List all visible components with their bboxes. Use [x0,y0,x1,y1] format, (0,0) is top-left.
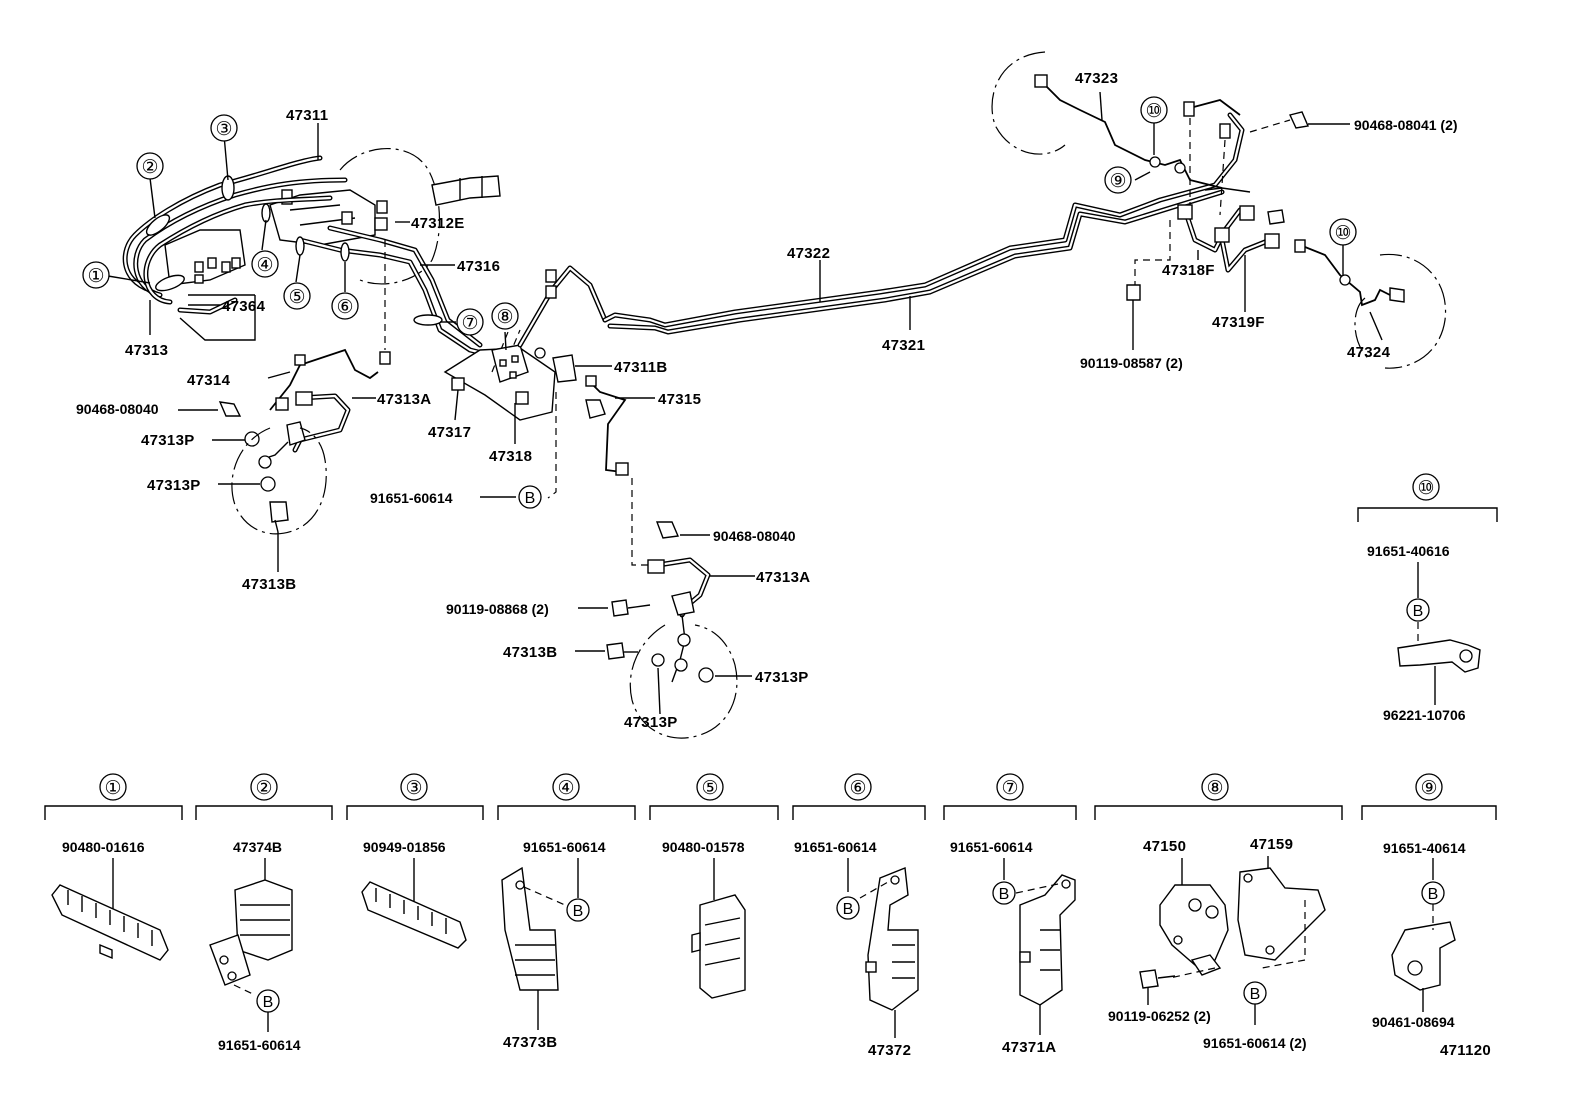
label-90468-08040-center: 90468-08040 [713,528,796,544]
part-number-labels: 47311 47312E 47316 47364 47313 47314 473… [76,70,1458,731]
master-cylinder-assembly [122,147,501,365]
clamp-7-b-mark: B [999,886,1010,903]
callout-4: ④ [256,255,273,276]
detail-10-top-label: 91651-40616 [1367,543,1450,559]
clamp-4-part-number: 91651-60614 [523,839,606,855]
callout-7: ⑦ [461,313,478,334]
rear-right-hose-group [991,51,1447,369]
label-47313P-1: 47313P [141,432,195,449]
label-47324: 47324 [1347,344,1391,361]
clamp-4-number: ④ [557,778,574,799]
clamp-9-bottom-number: 90461-08694 [1372,1014,1455,1030]
label-91651-60614-main: 91651-60614 [370,490,453,506]
clamp-3-number: ③ [405,778,422,799]
label-47312E: 47312E [411,215,465,232]
clamp-detail-6: ⑥ 91651-60614 B 47372 [792,773,926,1059]
label-47313P-3: 47313P [755,669,809,686]
clamp-4-b-mark: B [573,903,584,920]
leader-lines [107,91,1383,715]
label-47313P-2: 47313P [147,477,201,494]
callout-10-b: ⑩ [1334,223,1351,244]
label-47313B-center: 47313B [503,644,557,661]
label-47318: 47318 [489,448,532,465]
clamp-9-part-number: 91651-40614 [1383,840,1466,856]
clamp-6-bottom-number: 47372 [868,1042,911,1059]
clamp-5-part-number: 90480-01578 [662,839,745,855]
clamp-8-bracket-number: 47159 [1250,836,1293,853]
label-47316: 47316 [457,258,500,275]
clamp-7-number: ⑦ [1001,778,1018,799]
line-47314-front-left [218,348,379,535]
clamp-2-b-mark: B [263,994,274,1011]
clamp-9-number: ⑨ [1420,778,1437,799]
label-47313A-left: 47313A [377,391,431,408]
label-90119-08868: 90119-08868 (2) [446,601,549,617]
label-90468-08041: 90468-08041 (2) [1354,117,1458,133]
clamp-9-b-mark: B [1428,886,1439,903]
callout-9: ⑨ [1109,171,1126,192]
label-47317: 47317 [428,424,471,441]
clamp-7-bottom-number: 47371A [1002,1039,1056,1056]
clamp-1-number: ① [104,778,121,799]
callout-10-a: ⑩ [1145,101,1162,122]
b-mark-main: B [525,490,536,507]
callout-1: ① [87,266,104,287]
label-47318F: 47318F [1162,262,1215,279]
label-47315: 47315 [658,391,701,408]
label-47321: 47321 [882,337,925,354]
callout-3: ③ [215,119,232,140]
label-47364: 47364 [222,298,266,315]
label-47311B: 47311B [614,359,668,376]
label-47313: 47313 [125,342,168,359]
callout-5: ⑤ [288,287,305,308]
clamp-5-number: ⑤ [701,778,718,799]
clamp-8-screw-number: 91651-60614 (2) [1203,1035,1307,1051]
clamp-detail-4: ④ 91651-60614 B 47373B [497,773,636,1051]
callout-6: ⑥ [336,297,353,318]
clamp-8-valve-number: 47150 [1143,838,1186,855]
rear-brake-lines [602,112,1245,335]
detail-10-bottom-label: 96221-10706 [1383,707,1466,723]
clamp-8-number: ⑧ [1206,778,1223,799]
clamp-detail-8: ⑧ 47150 47159 90119-06252 (2) B 91651-60… [1094,773,1343,1051]
clamp-4-bottom-number: 47373B [503,1034,557,1051]
callout-2: ② [141,157,158,178]
diagram-code: 471120 [1440,1042,1491,1059]
clamp-6-part-number: 91651-60614 [794,839,877,855]
label-47311: 47311 [286,107,328,124]
label-90119-08587: 90119-08587 (2) [1080,355,1183,371]
clamp-3-part-number: 90949-01856 [363,839,446,855]
clamp-detail-7: ⑦ 91651-60614 B 47371A [943,773,1077,1056]
clamp-6-number: ⑥ [849,778,866,799]
callout-8: ⑧ [496,307,513,328]
clamp-2-part-number: 47374B [233,839,282,855]
label-47322: 47322 [787,245,830,262]
clamp-1-part-number: 90480-01616 [62,839,145,855]
label-47319F: 47319F [1212,314,1265,331]
clamp-8-b-mark: B [1250,986,1261,1003]
label-47314: 47314 [187,372,231,389]
label-47323: 47323 [1075,70,1118,87]
detail-10-number: ⑩ [1417,478,1434,499]
clamp-6-b-mark: B [843,901,854,918]
clamp-detail-1: ① 90480-01616 [44,773,183,961]
detail-10-b-mark: B [1413,603,1424,620]
label-47313P-4: 47313P [624,714,678,731]
rear-hose-center [606,478,738,739]
clamp-2-bolt-number: 91651-60614 [218,1037,301,1053]
label-90468-08040-left: 90468-08040 [76,401,159,417]
clamp-detail-2: ② 47374B B 91651-60614 [195,773,333,1053]
proportioning-valve-assembly [443,265,629,499]
label-47313B-left: 47313B [242,576,296,593]
clamp-8-bolt-number: 90119-06252 (2) [1108,1008,1211,1024]
clamp-detail-3: ③ 90949-01856 [346,773,484,949]
label-47313A-center: 47313A [756,569,810,586]
detail-10: ⑩ 91651-40616 B 96221-10706 [1357,473,1498,723]
clamp-2-number: ② [255,778,272,799]
clamp-detail-9: ⑨ 91651-40614 B 90461-08694 [1361,773,1497,1030]
clamp-detail-5: ⑤ 90480-01578 [649,773,779,999]
callout-markers: ① ② ③ ④ ⑤ ⑥ ⑦ ⑧ ⑨ ⑩ ⑩ B [82,96,1357,509]
clamp-7-part-number: 91651-60614 [950,839,1033,855]
